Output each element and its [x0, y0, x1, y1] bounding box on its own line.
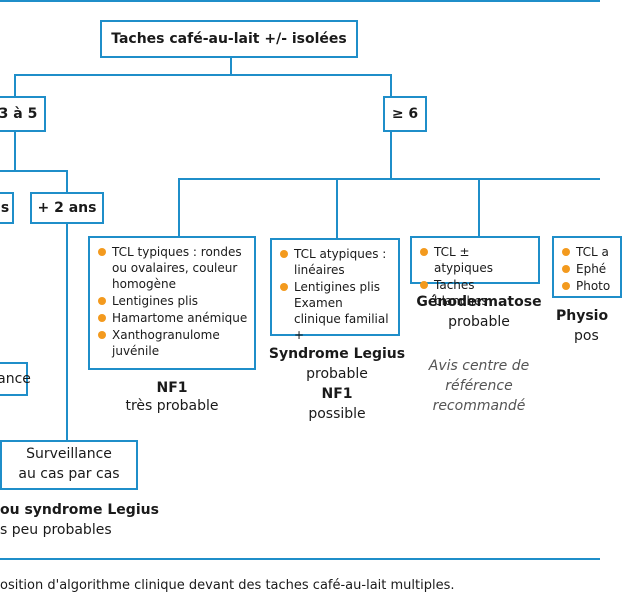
left-conclusion-bold: ou syndrome Legius	[0, 502, 159, 518]
legius-title2: NF1	[321, 386, 353, 402]
left-sub-line	[0, 170, 68, 172]
root-label: Taches café-au-lait +/- isolées	[111, 31, 347, 47]
plus2-box: + 2 ans	[30, 192, 104, 224]
plus2-label: + 2 ans	[37, 200, 97, 216]
top-border	[0, 0, 600, 2]
surveillance-line-1: Surveillance	[26, 446, 112, 462]
bullet-icon	[420, 248, 428, 256]
surveillance-line-2: au cas par cas	[18, 466, 120, 482]
legius-subtitle: probable	[306, 366, 368, 382]
nf1-subtitle: très probable	[125, 398, 219, 414]
bullet-icon	[98, 331, 106, 339]
list-item: TCL atypiques : linéaires	[280, 246, 392, 278]
bullet-icon	[562, 265, 570, 273]
right-branch-box: ≥ 6	[383, 96, 427, 132]
geno-note-1: Avis centre de	[428, 358, 530, 374]
legius-subtitle2: possible	[308, 406, 366, 422]
legius-connector	[336, 178, 338, 238]
bullet-icon	[280, 250, 288, 258]
geno-title: Génodermatose	[416, 294, 542, 310]
left-partial-lower-label: ance	[0, 371, 31, 387]
legius-title: Syndrome Legius	[268, 346, 406, 362]
legius-list: TCL atypiques : linéaires Lentigines pli…	[272, 240, 398, 350]
physio-subtitle: pos	[574, 328, 599, 344]
figure-caption: osition d'algorithme clinique devant des…	[0, 578, 455, 593]
root-branch-line	[14, 74, 391, 76]
left-branch-label: 3 à 5	[0, 106, 38, 122]
left-sub-connector	[14, 132, 16, 172]
right-sub-line	[178, 178, 600, 180]
list-item: Xanthogranulome juvénile	[98, 327, 248, 359]
nf1-card: TCL typiques : rondes ou ovalaires, coul…	[88, 236, 256, 370]
physio-list: TCL a Ephé Photo	[554, 238, 620, 301]
list-item: Hamartome anémique	[98, 310, 248, 326]
right-sub-connector	[390, 132, 392, 180]
physio-title: Physio	[556, 308, 609, 324]
nf1-list: TCL typiques : rondes ou ovalaires, coul…	[90, 238, 254, 366]
root-box: Taches café-au-lait +/- isolées	[100, 20, 358, 58]
geno-list: TCL ± atypiques Taches blanches	[412, 238, 538, 316]
bullet-icon	[98, 248, 106, 256]
root-connector	[230, 56, 232, 76]
bullet-icon	[98, 297, 106, 305]
geno-connector	[478, 178, 480, 236]
bullet-icon	[280, 283, 288, 291]
legius-card: TCL atypiques : linéaires Lentigines pli…	[270, 238, 400, 342]
list-item: Ephé	[562, 261, 614, 277]
bullet-icon	[420, 281, 428, 289]
list-item: Photo	[562, 278, 614, 294]
right-branch-connector	[390, 74, 392, 98]
geno-note-2: référence	[445, 378, 513, 394]
list-item: Lentigines plis Examen clinique familial…	[280, 279, 392, 343]
list-item: TCL typiques : rondes ou ovalaires, coul…	[98, 244, 248, 292]
list-item: TCL a	[562, 244, 614, 260]
left-partial-lower-box: ance	[0, 362, 31, 396]
plus2-down-connector	[66, 224, 68, 440]
geno-note-3: recommandé	[432, 398, 526, 414]
list-item: TCL ± atypiques	[420, 244, 532, 276]
nf1-title: NF1	[156, 380, 188, 396]
nf1-connector	[178, 178, 180, 236]
bottom-border	[0, 558, 600, 560]
left-partial-box: s	[0, 192, 14, 224]
left-branch-box: 3 à 5	[0, 96, 46, 132]
list-item: Lentigines plis	[98, 293, 248, 309]
physio-card: TCL a Ephé Photo	[552, 236, 622, 298]
left-branch-connector	[14, 74, 16, 98]
left-partial-label: s	[0, 200, 10, 216]
list-item: Taches blanches	[420, 277, 532, 309]
plus2-connector	[66, 170, 68, 192]
right-branch-label: ≥ 6	[391, 106, 419, 122]
geno-card: TCL ± atypiques Taches blanches	[410, 236, 540, 308]
bullet-icon	[562, 282, 570, 290]
left-conclusion: s peu probables	[0, 522, 112, 538]
geno-subtitle: probable	[448, 314, 510, 330]
bullet-icon	[562, 248, 570, 256]
bullet-icon	[98, 314, 106, 322]
surveillance-box: Surveillance au cas par cas	[0, 440, 138, 490]
